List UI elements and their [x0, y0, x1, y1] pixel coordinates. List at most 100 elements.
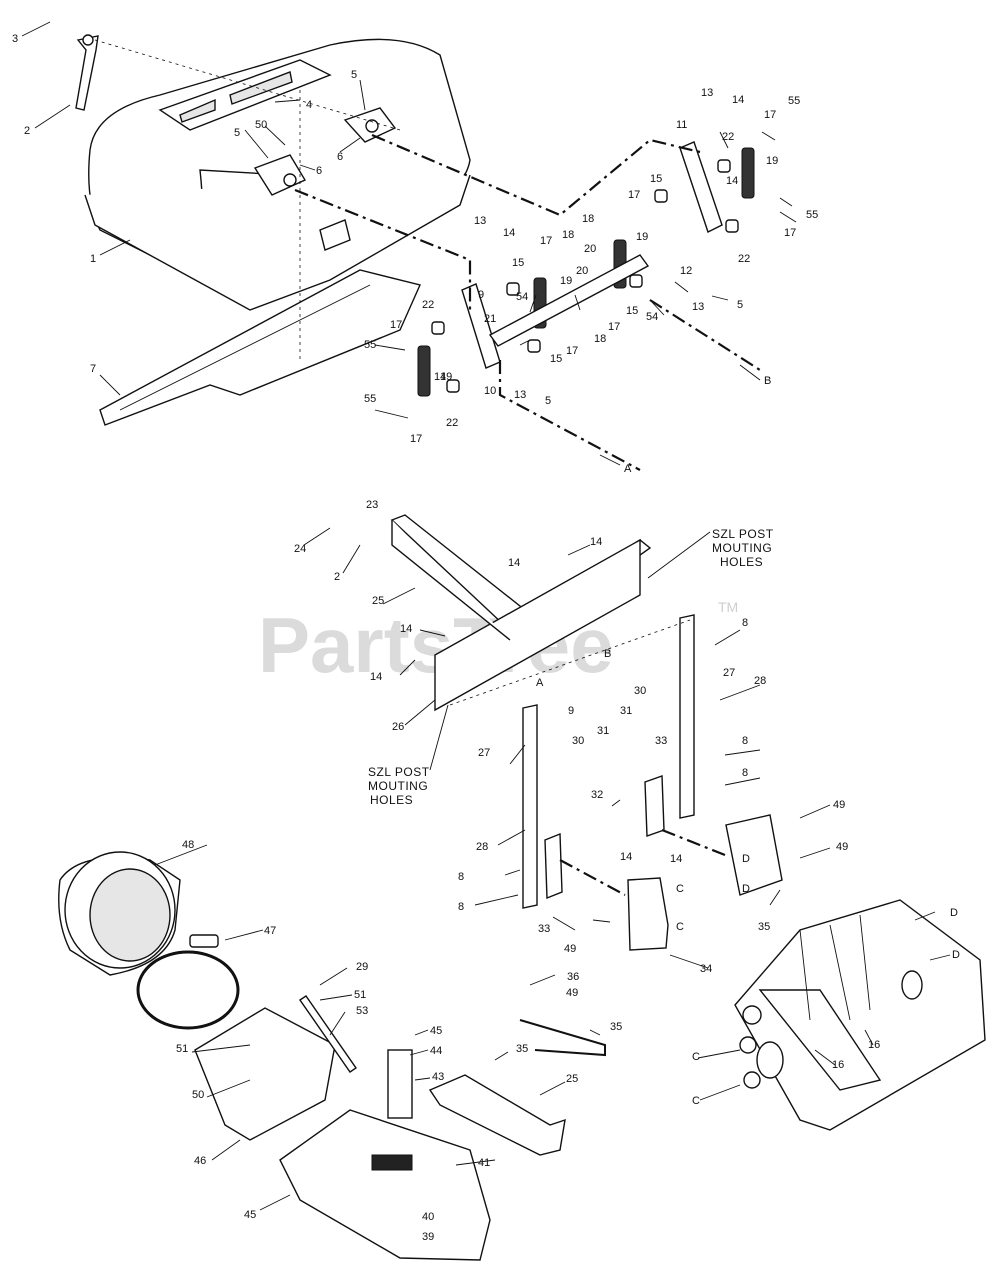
callout-20b: 20	[576, 265, 588, 277]
callout-letter-b: B	[764, 375, 771, 387]
callout-49: 50	[255, 119, 267, 131]
callout-27a: 27	[723, 667, 735, 679]
callout-54b: 54	[516, 291, 528, 303]
callout-55a: 55	[788, 95, 800, 107]
callout-44: 45	[430, 1025, 442, 1037]
callout-39: 39	[422, 1231, 434, 1243]
callout-33a: 33	[655, 735, 667, 747]
callout-22a: 22	[722, 131, 734, 143]
callout-19d: 19	[440, 371, 452, 383]
callout-18b: 18	[562, 229, 574, 241]
note-szl-top-2: MOUTING	[712, 541, 772, 555]
callout-8c: 8	[742, 767, 748, 779]
callout-53: 53	[356, 1005, 368, 1017]
part-bushings	[431, 159, 739, 393]
callout-8b: 8	[742, 735, 748, 747]
callout-14j: 14	[620, 851, 632, 863]
callout-30b: 30	[572, 735, 584, 747]
callout-11: 11	[676, 119, 687, 131]
part-rod-53	[299, 995, 357, 1073]
callout-letter-d3: D	[950, 907, 958, 919]
callout-5d: 5	[545, 395, 551, 407]
guide-lines-top	[94, 39, 761, 471]
callout-47a: 47	[264, 925, 276, 937]
callout-9: 9	[478, 289, 484, 301]
part-lever-plate-11	[679, 141, 723, 233]
callout-13a: 13	[701, 87, 713, 99]
callout-letter-d2: D	[742, 883, 750, 895]
callout-55d: 55	[364, 393, 376, 405]
callout-37: 36	[567, 971, 579, 983]
callout-18a: 18	[582, 213, 594, 225]
callout-letter-b2: B	[604, 648, 611, 660]
callout-55c: 55	[364, 339, 376, 351]
callout-18c: 18	[594, 333, 606, 345]
callout-17g: 17	[390, 319, 402, 331]
note-szl-left-2: MOUTING	[368, 779, 428, 793]
callout-19c: 19	[560, 275, 572, 287]
callout-17e: 17	[608, 321, 620, 333]
callout-25a: 25	[372, 595, 384, 607]
part-post-27-right	[679, 614, 695, 819]
callout-15c: 15	[626, 305, 638, 317]
callout-letter-c4: C	[692, 1095, 700, 1107]
callout-5b: 5	[234, 127, 240, 139]
callout-35: 35	[758, 921, 770, 933]
callout-14f: 14	[590, 536, 602, 548]
callout-letter-c2: C	[676, 921, 684, 933]
callout-28b: 28	[476, 841, 488, 853]
callout-2: 2	[24, 125, 30, 137]
callout-46: 46	[194, 1155, 206, 1167]
watermark-trademark: TM	[718, 599, 738, 615]
callout-22c: 22	[422, 299, 434, 311]
callout-17a: 17	[764, 109, 776, 121]
callout-13c: 13	[692, 301, 704, 313]
part-frame-26	[390, 514, 652, 712]
callout-36a: 35	[610, 1021, 622, 1033]
callout-21: 21	[484, 313, 496, 325]
part-post-27-left	[522, 704, 538, 909]
part-bracket-38	[428, 1074, 566, 1156]
callout-26: 26	[392, 721, 404, 733]
callout-14c: 14	[503, 227, 515, 239]
note-szl-top-1: SZL POST	[712, 527, 774, 541]
callout-30a: 30	[634, 685, 646, 697]
callout-2b: 2	[334, 571, 340, 583]
callout-10: 10	[484, 385, 496, 397]
callout-14g: 14	[400, 623, 412, 635]
part-handle-lever	[75, 34, 99, 111]
callout-52a: 51	[354, 989, 366, 1001]
callout-letter-c1: C	[676, 883, 684, 895]
callout-52b: 51	[176, 1043, 188, 1055]
callout-13b: 13	[474, 215, 486, 227]
callout-6: 6	[337, 151, 343, 163]
callout-50d: 49	[566, 987, 578, 999]
part-plate-35	[725, 814, 783, 896]
callout-5: 5	[351, 69, 357, 81]
callout-1: 1	[90, 253, 96, 265]
part-strap-42	[387, 1049, 413, 1119]
part-clamp-47	[136, 934, 240, 1030]
callout-31b: 31	[597, 725, 609, 737]
callout-45: 45	[244, 1209, 256, 1221]
callout-14e: 14	[508, 557, 520, 569]
callout-8e: 8	[458, 901, 464, 913]
callout-28a: 28	[754, 675, 766, 687]
callout-41: 41	[478, 1157, 490, 1169]
callout-40: 40	[422, 1211, 434, 1223]
callout-36b: 35	[516, 1043, 528, 1055]
callout-12: 12	[680, 265, 692, 277]
guide-lines-middle	[449, 619, 726, 896]
callout-17b: 17	[628, 189, 640, 201]
callout-17c: 17	[784, 227, 796, 239]
callout-letter-a2: A	[536, 677, 544, 689]
callout-29: 29	[356, 961, 368, 973]
callout-27b: 27	[478, 747, 490, 759]
callout-22b: 22	[738, 253, 750, 265]
callout-8d: 8	[458, 871, 464, 883]
callout-51: 50	[192, 1089, 204, 1101]
callout-8a: 8	[742, 617, 748, 629]
callout-15d: 15	[550, 353, 562, 365]
part-bracket-6	[253, 154, 307, 196]
